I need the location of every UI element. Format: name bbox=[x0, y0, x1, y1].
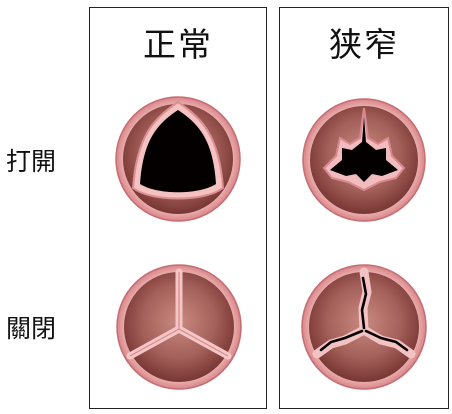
closed-row-label: 關閉 bbox=[6, 309, 56, 345]
open-row-label: 打開 bbox=[6, 142, 56, 178]
normal-closed-valve bbox=[116, 264, 242, 390]
stenosis-closed-valve bbox=[301, 264, 427, 390]
stenosis-column-title: 狭窄 bbox=[280, 18, 448, 66]
normal-open-valve bbox=[115, 96, 241, 222]
stenosis-open-valve bbox=[302, 98, 426, 222]
normal-column-title: 正常 bbox=[90, 18, 266, 66]
